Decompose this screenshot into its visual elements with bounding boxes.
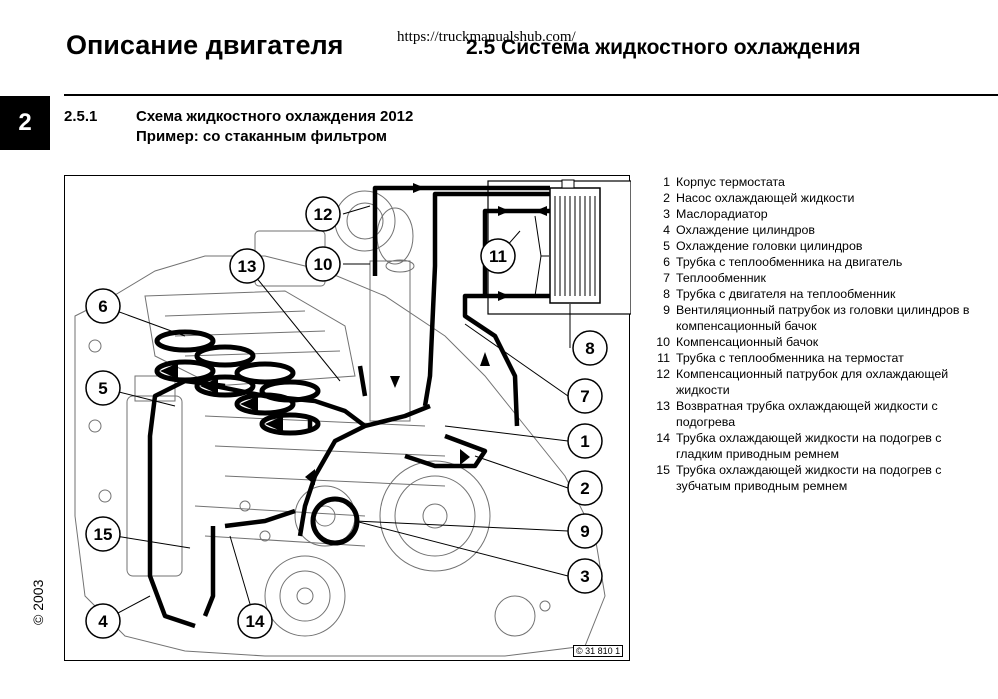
callout-circles	[85, 196, 608, 639]
engine-cooling-diagram: 6 5 15 4 14 13 12 10 11 8 7 1 2 9 3	[64, 175, 631, 661]
callout-3: 3	[580, 567, 589, 586]
callout-11: 11	[489, 247, 507, 266]
callout-14: 14	[246, 612, 265, 631]
callout-10: 10	[314, 255, 333, 274]
copyright-notice: © 2003	[30, 579, 46, 625]
callout-1: 1	[580, 432, 589, 451]
leader-lines	[102, 205, 571, 622]
callout-2: 2	[580, 479, 589, 498]
engine-illustration: 6 5 15 4 14 13 12 10 11 8 7 1 2 9 3	[74, 179, 631, 657]
oil-cooler-ring	[310, 496, 360, 546]
callout-8: 8	[585, 339, 594, 358]
callout-4: 4	[98, 612, 108, 631]
flow-arrows	[160, 183, 547, 485]
callout-15: 15	[94, 525, 113, 544]
callout-numbers: 6 5 15 4 14 13 12 10 11 8 7 1 2 9 3	[94, 205, 595, 631]
subsection-subtitle: Пример: со стаканным фильтром	[136, 128, 388, 145]
watermark-url[interactable]: https://truckmanualshub.com/	[397, 29, 576, 45]
subsection-title: Схема жидкостного охлаждения 2012	[136, 108, 414, 125]
header-rule	[64, 94, 998, 96]
callout-7: 7	[580, 387, 589, 406]
callout-9: 9	[580, 522, 589, 541]
figure-code: © 31 810 1	[573, 645, 624, 657]
callout-5: 5	[98, 379, 107, 398]
callout-12: 12	[314, 205, 333, 224]
chapter-title: Описание двигателя	[66, 30, 344, 60]
callout-13: 13	[238, 257, 257, 276]
subsection-number: 2.5.1	[64, 108, 98, 125]
section-title: 2.5 Система жидкостного охлаждения	[466, 36, 861, 59]
cylinder-cooling-rings	[154, 329, 321, 436]
callout-6: 6	[98, 297, 107, 316]
chapter-tab: 2	[0, 96, 50, 150]
